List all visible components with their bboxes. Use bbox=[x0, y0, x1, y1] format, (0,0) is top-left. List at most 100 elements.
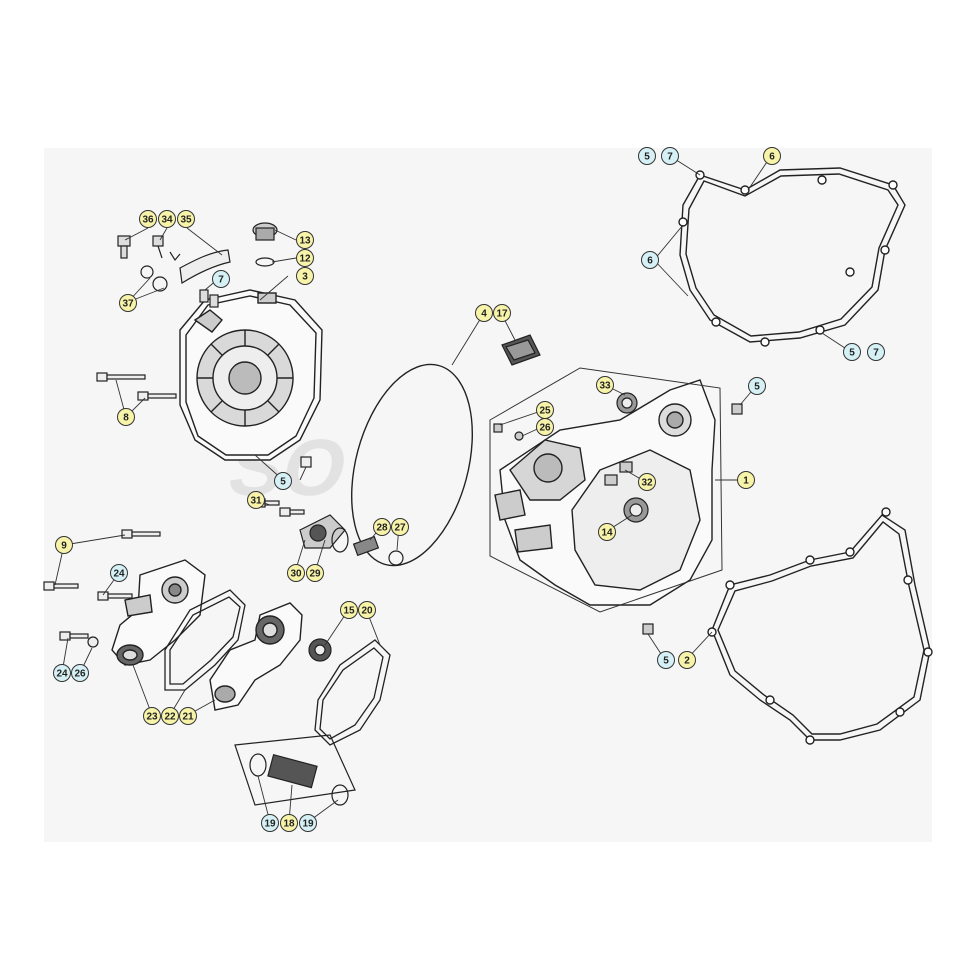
callout-circle bbox=[638, 473, 656, 491]
oil-filler-cap bbox=[252, 222, 278, 267]
callout-2: 2 bbox=[678, 651, 696, 669]
callout-5a: 5 bbox=[274, 472, 292, 490]
callout-circle bbox=[598, 523, 616, 541]
callout-circle bbox=[763, 147, 781, 165]
callout-label: 37 bbox=[122, 299, 134, 310]
callout-circle bbox=[748, 377, 766, 395]
callout-circle bbox=[119, 294, 137, 312]
callout-label: 31 bbox=[250, 496, 262, 507]
callout-label: 8 bbox=[123, 413, 129, 424]
callout-label: 28 bbox=[376, 523, 388, 534]
callout-17: 17 bbox=[493, 304, 511, 322]
callout-4: 4 bbox=[475, 304, 493, 322]
callout-circle bbox=[737, 471, 755, 489]
callout-19a: 19 bbox=[261, 814, 279, 832]
water-pump-gasket bbox=[164, 589, 246, 691]
callout-circle bbox=[274, 472, 292, 490]
callout-label: 12 bbox=[299, 254, 311, 265]
callout-label: 22 bbox=[164, 712, 176, 723]
shaft-seal-kit bbox=[234, 734, 356, 806]
callout-8: 8 bbox=[117, 408, 135, 426]
callout-label: 24 bbox=[113, 569, 125, 580]
callout-15: 15 bbox=[340, 601, 358, 619]
callout-label: 35 bbox=[180, 215, 192, 226]
callout-label: 15 bbox=[343, 606, 355, 617]
callout-label: 21 bbox=[182, 712, 194, 723]
callout-circle bbox=[179, 707, 197, 725]
callout-circle bbox=[493, 304, 511, 322]
callout-12: 12 bbox=[296, 249, 314, 267]
water-pump-cover bbox=[111, 559, 206, 666]
callout-13: 13 bbox=[296, 231, 314, 249]
clutch-cover bbox=[179, 289, 323, 461]
callout-label: 13 bbox=[299, 236, 311, 247]
impeller-assembly bbox=[299, 514, 404, 566]
callout-circle bbox=[55, 536, 73, 554]
callout-circle bbox=[212, 270, 230, 288]
callout-label: 1 bbox=[743, 476, 749, 487]
callout-24a: 24 bbox=[110, 564, 128, 582]
callout-label: 18 bbox=[283, 819, 295, 830]
drain-plug-parts bbox=[117, 235, 231, 308]
callout-label: 5 bbox=[644, 152, 650, 163]
callout-circle bbox=[247, 491, 265, 509]
callout-circle bbox=[641, 251, 659, 269]
callout-34: 34 bbox=[158, 210, 176, 228]
bolts-8 bbox=[96, 372, 312, 468]
callout-14: 14 bbox=[598, 523, 616, 541]
callout-label: 27 bbox=[394, 523, 406, 534]
callout-label: 5 bbox=[849, 348, 855, 359]
callout-circle bbox=[867, 343, 885, 361]
callout-label: 2 bbox=[684, 656, 690, 667]
rubber-plug-17 bbox=[501, 334, 541, 366]
water-pump-housing bbox=[209, 602, 303, 711]
callout-5e: 5 bbox=[843, 343, 861, 361]
callout-label: 24 bbox=[56, 669, 68, 680]
callout-label: 32 bbox=[641, 478, 653, 489]
callout-label: 5 bbox=[754, 382, 760, 393]
callout-circle bbox=[53, 664, 71, 682]
callout-6b: 6 bbox=[641, 251, 659, 269]
callout-label: 7 bbox=[667, 152, 673, 163]
callout-circle bbox=[296, 231, 314, 249]
callout-circle bbox=[161, 707, 179, 725]
callout-label: 19 bbox=[302, 819, 314, 830]
callout-31: 31 bbox=[247, 491, 265, 509]
callout-label: 25 bbox=[539, 406, 551, 417]
callout-37: 37 bbox=[119, 294, 137, 312]
callout-23: 23 bbox=[143, 707, 161, 725]
callout-label: 7 bbox=[218, 275, 224, 286]
callout-18: 18 bbox=[280, 814, 298, 832]
callout-26a: 26 bbox=[536, 418, 554, 436]
callout-6a: 6 bbox=[763, 147, 781, 165]
callout-label: 6 bbox=[647, 256, 653, 267]
callout-circle bbox=[158, 210, 176, 228]
callout-circle bbox=[536, 418, 554, 436]
callout-label: 4 bbox=[481, 309, 487, 320]
gasket-bottom-right bbox=[707, 507, 933, 745]
callout-circle bbox=[71, 664, 89, 682]
callout-label: 6 bbox=[769, 152, 775, 163]
callout-circle bbox=[306, 564, 324, 582]
callout-circle bbox=[475, 304, 493, 322]
callout-circle bbox=[287, 564, 305, 582]
callout-30: 30 bbox=[287, 564, 305, 582]
gasket-20 bbox=[314, 639, 391, 746]
callout-circle bbox=[117, 408, 135, 426]
callout-circle bbox=[678, 651, 696, 669]
callout-label: 17 bbox=[496, 309, 508, 320]
callout-21: 21 bbox=[179, 707, 197, 725]
callout-circle bbox=[391, 518, 409, 536]
ignition-cover bbox=[494, 379, 716, 606]
callout-label: 30 bbox=[290, 569, 302, 580]
callout-circle bbox=[296, 267, 314, 285]
gasket-top-right bbox=[678, 167, 906, 347]
ignition-cover-bracket bbox=[489, 367, 723, 613]
callout-35: 35 bbox=[177, 210, 195, 228]
callout-label: 26 bbox=[539, 423, 551, 434]
callout-28: 28 bbox=[373, 518, 391, 536]
callout-circle bbox=[340, 601, 358, 619]
